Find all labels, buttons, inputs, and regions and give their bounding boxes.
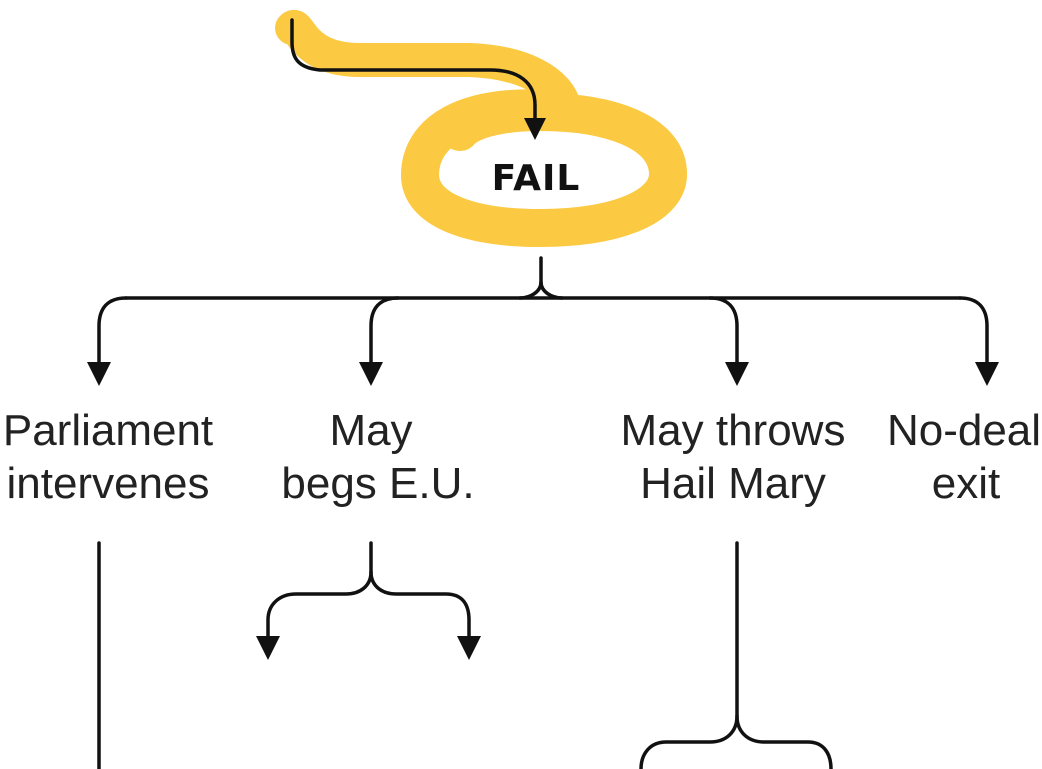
input-arrowhead — [524, 118, 546, 140]
branch-no-deal-line — [958, 296, 989, 370]
begs-sub-left — [266, 570, 373, 642]
outcome-begs-eu: May begs E.U. — [281, 406, 474, 508]
outcome-hail-mary: May throws Hail Mary — [621, 406, 846, 508]
fail-stem-left — [518, 280, 543, 300]
branch-no-deal-arrowhead — [975, 362, 999, 386]
branch-begs-line — [369, 296, 400, 370]
highlight-scribble-ring — [401, 89, 687, 247]
outcome-parliament-line1: Parliament — [3, 406, 213, 455]
fail-node-label: FAIL — [492, 158, 581, 199]
branch-parliament-arrowhead — [87, 362, 111, 386]
branch-parliament-line — [97, 296, 128, 370]
outcome-no-deal-line1: No-deal — [887, 406, 1041, 455]
fail-highlight-loop — [275, 9, 687, 247]
outcome-hail-mary-line2: Hail Mary — [640, 459, 826, 508]
outcome-hail-mary-line1: May throws — [621, 406, 846, 455]
hail-mary-sub-stem — [735, 541, 833, 769]
highlight-scribble-tail — [275, 9, 582, 127]
branch-begs-arrowhead — [359, 362, 383, 386]
outcome-begs-line2: begs E.U. — [281, 459, 474, 508]
begs-sub-right-arrowhead — [457, 636, 481, 660]
outcome-begs-line1: May — [329, 406, 412, 455]
outcome-parliament-line2: intervenes — [6, 459, 209, 508]
outcome-parliament: Parliament intervenes — [3, 406, 213, 508]
branch-hail-mary-arrowhead — [725, 362, 749, 386]
begs-sub-stem — [369, 541, 471, 642]
outcome-no-deal-line2: exit — [932, 459, 1000, 508]
fail-stem — [539, 256, 564, 300]
branch-hail-mary-line — [708, 296, 739, 370]
hail-mary-sub-left — [639, 714, 739, 769]
outcome-no-deal: No-deal exit — [887, 406, 1041, 508]
begs-sub-left-arrowhead — [256, 636, 280, 660]
input-arrow-line — [290, 18, 537, 127]
